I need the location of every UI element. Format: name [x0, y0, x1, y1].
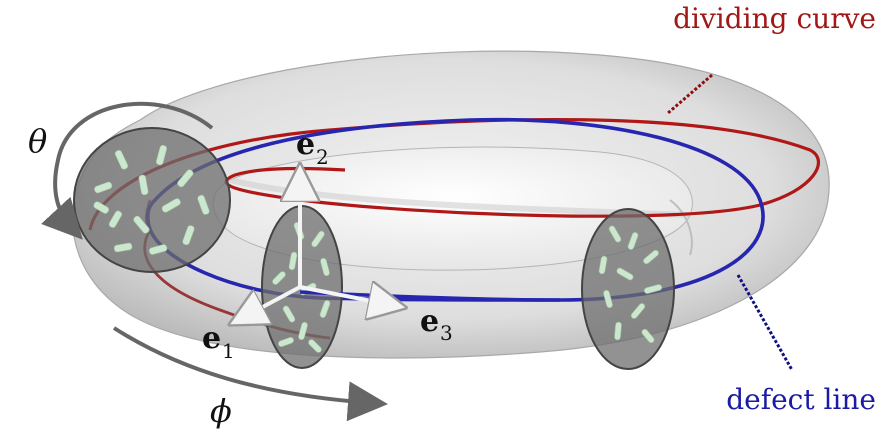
e2-label-base: e [296, 127, 315, 162]
e1-arrow [242, 285, 301, 318]
defect-line [146, 117, 765, 302]
e2-label-sub: 2 [316, 145, 329, 169]
e3-label: e 3 [420, 304, 453, 345]
e2-label: e 2 [296, 127, 329, 169]
cross-section-left [73, 127, 231, 273]
e3-label-base: e [420, 304, 439, 339]
phi-label: ϕ [210, 392, 232, 430]
e1-label-sub: 1 [222, 339, 235, 363]
defect-line-leader [736, 274, 794, 371]
cross-section-right [581, 208, 675, 370]
theta-arrow [41, 101, 214, 240]
e1-label-base: e [202, 321, 221, 356]
local-frame [242, 178, 392, 318]
theta-label: θ [28, 122, 47, 160]
e3-label-sub: 3 [440, 321, 453, 345]
e3-arrow [299, 287, 392, 305]
phi-arrow [112, 326, 388, 422]
defect-line-label: defect line [726, 383, 876, 416]
e1-label: e 1 [202, 321, 235, 363]
dividing-curve-label: dividing curve [673, 2, 876, 35]
